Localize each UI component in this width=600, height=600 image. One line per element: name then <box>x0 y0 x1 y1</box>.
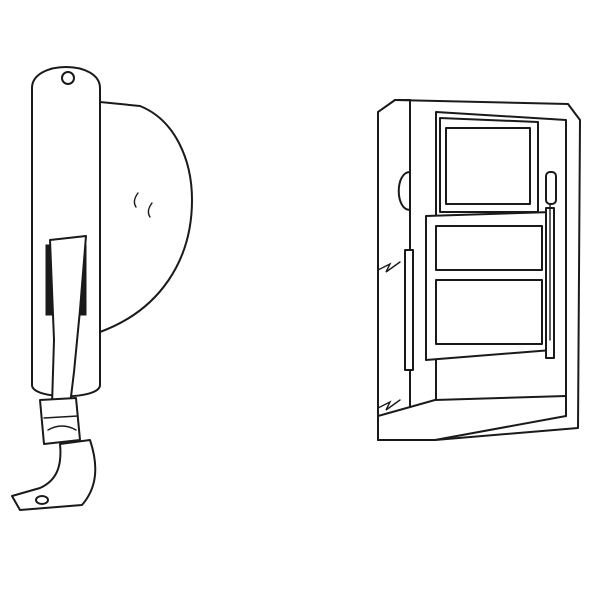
window-sill <box>377 395 567 441</box>
upper-glass <box>445 127 531 205</box>
lower-glass-top <box>435 225 543 271</box>
left-balance-channel <box>404 249 414 371</box>
balance-tape <box>49 235 87 406</box>
left-balance-unit <box>397 171 411 211</box>
clip-detail <box>43 415 79 431</box>
housing-slot-mark <box>133 192 153 218</box>
balance-housing <box>99 101 193 333</box>
tape-clip <box>39 397 81 445</box>
mounting-hole <box>61 71 75 85</box>
mounting-bracket <box>11 439 97 511</box>
bracket-hole <box>35 495 49 505</box>
lower-glass-bottom <box>435 279 543 345</box>
window-assembly <box>377 99 581 441</box>
sash-balance-unit <box>11 66 193 511</box>
right-balance-unit <box>545 171 557 205</box>
wall-cutaway <box>377 261 401 411</box>
